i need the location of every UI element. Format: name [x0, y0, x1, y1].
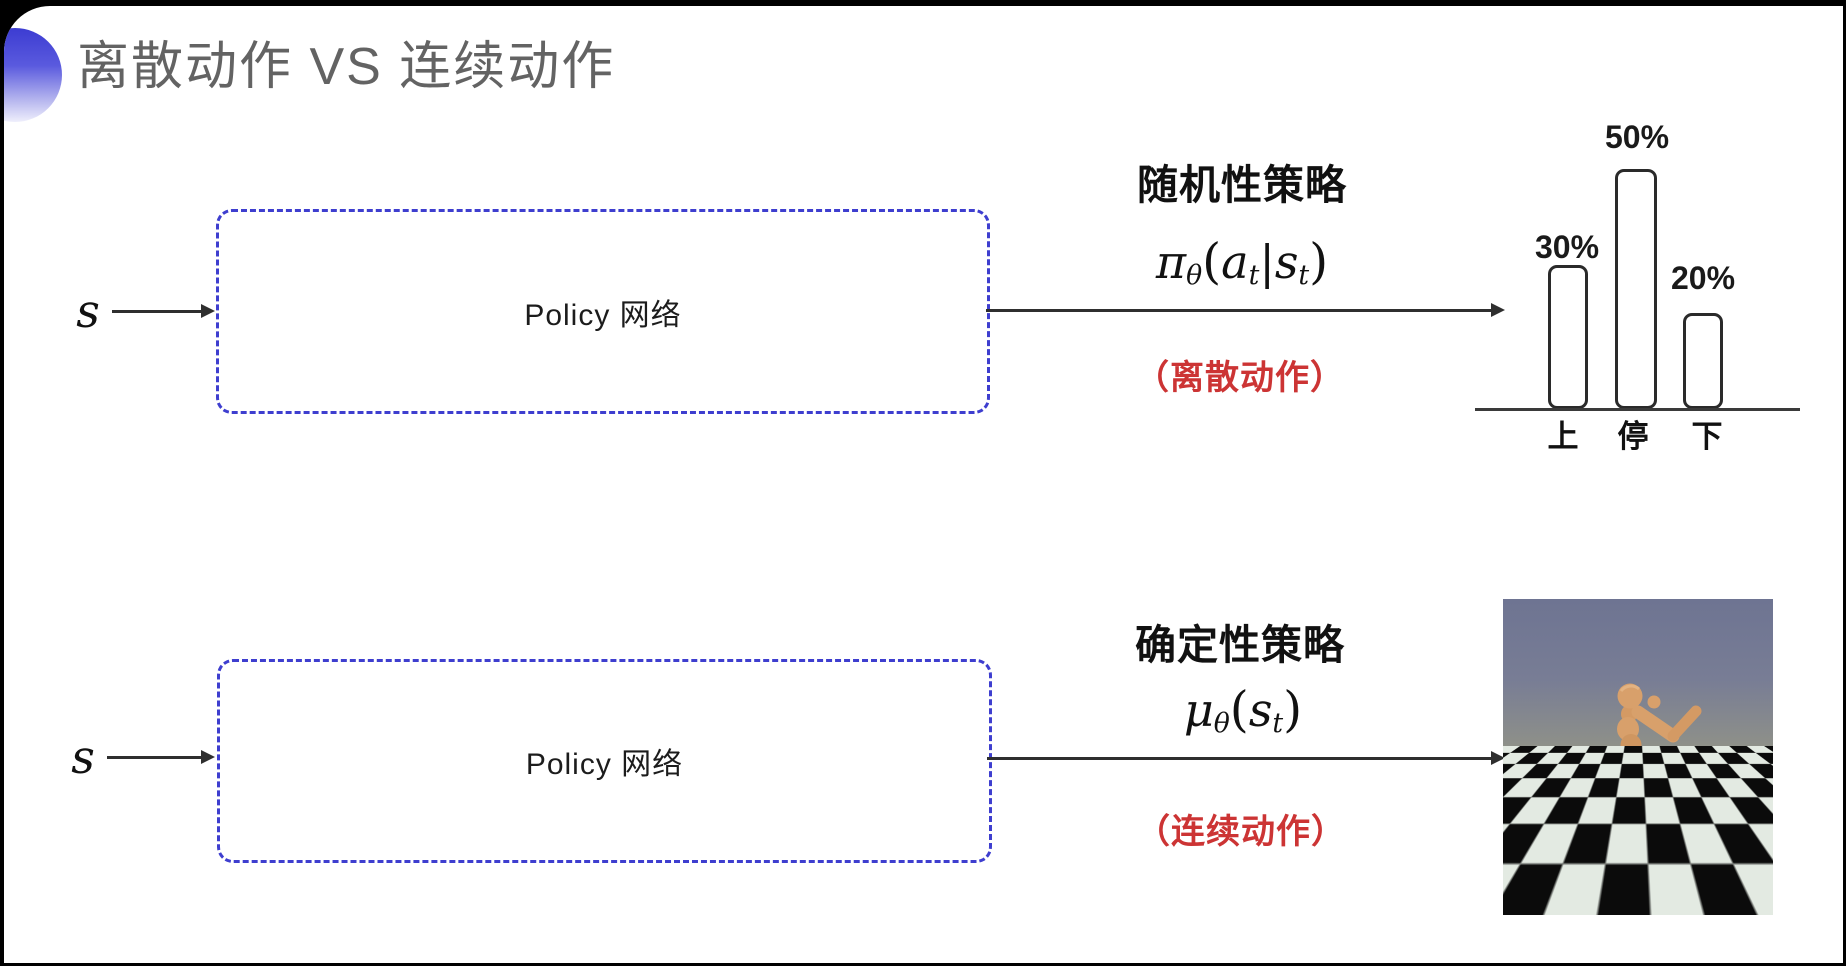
formula-given-bar: | — [1259, 235, 1275, 289]
formula-theta-sub: θ — [1186, 259, 1203, 291]
probability-value-down: 20% — [1670, 260, 1736, 296]
formula-open-paren: ( — [1202, 234, 1222, 290]
continuous-action-note: （连续动作） — [1136, 813, 1346, 851]
formula-state-var2: s — [1248, 683, 1273, 737]
deterministic-policy-title: 确定性策略 — [1135, 622, 1345, 668]
probability-value-stop: 50% — [1604, 119, 1670, 155]
humanoid-simulation-image — [1503, 599, 1773, 915]
policy-network-box-row1: Policy 网络 — [216, 209, 990, 414]
policy-network-label-row2: Policy 网络 — [525, 748, 684, 781]
probability-bar-down — [1683, 313, 1723, 409]
state-input-label-row2: s — [71, 730, 95, 784]
stochastic-policy-formula: πθ(at|st) — [1072, 235, 1412, 289]
formula-open-paren2: ( — [1229, 682, 1249, 738]
formula-action-var: a — [1221, 235, 1249, 289]
title-bullet-icon — [4, 28, 62, 122]
formula-state-sub2: t — [1272, 707, 1284, 739]
formula-pi: π — [1155, 235, 1187, 289]
sky — [1503, 599, 1773, 746]
formula-mu: μ — [1183, 683, 1214, 737]
action-label-stop: 停 — [1617, 419, 1649, 454]
stochastic-policy-title: 随机性策略 — [1137, 162, 1347, 208]
page-title: 离散动作 VS 连续动作 — [77, 38, 616, 96]
formula-close-paren: ) — [1309, 234, 1329, 290]
action-label-down: 下 — [1691, 419, 1723, 454]
input-arrow-row2 — [107, 751, 215, 763]
output-arrow-row2 — [987, 752, 1505, 764]
probability-bar-up — [1548, 265, 1588, 409]
state-input-label-row1: s — [76, 284, 100, 338]
probability-value-up: 30% — [1534, 229, 1600, 265]
probability-bar-stop — [1615, 169, 1657, 409]
input-arrow-row1 — [112, 305, 215, 317]
formula-close-paren2: ) — [1283, 682, 1303, 738]
policy-network-box-row2: Policy 网络 — [217, 659, 992, 863]
formula-state-var: s — [1274, 235, 1299, 289]
output-arrow-row1 — [986, 304, 1505, 316]
action-label-up: 上 — [1547, 419, 1579, 454]
chart-baseline — [1475, 408, 1800, 411]
discrete-action-note: （离散动作） — [1135, 359, 1345, 397]
formula-action-sub: t — [1248, 259, 1260, 291]
formula-state-sub: t — [1298, 259, 1310, 291]
humanoid-figure — [1545, 683, 1702, 906]
formula-theta-sub2: θ — [1213, 707, 1230, 739]
deterministic-policy-formula: μθ(st) — [1073, 683, 1413, 737]
policy-network-label-row1: Policy 网络 — [524, 298, 682, 332]
slide: 离散动作 VS 连续动作 s Policy 网络 随机性策略 πθ(at|st)… — [4, 6, 1843, 963]
